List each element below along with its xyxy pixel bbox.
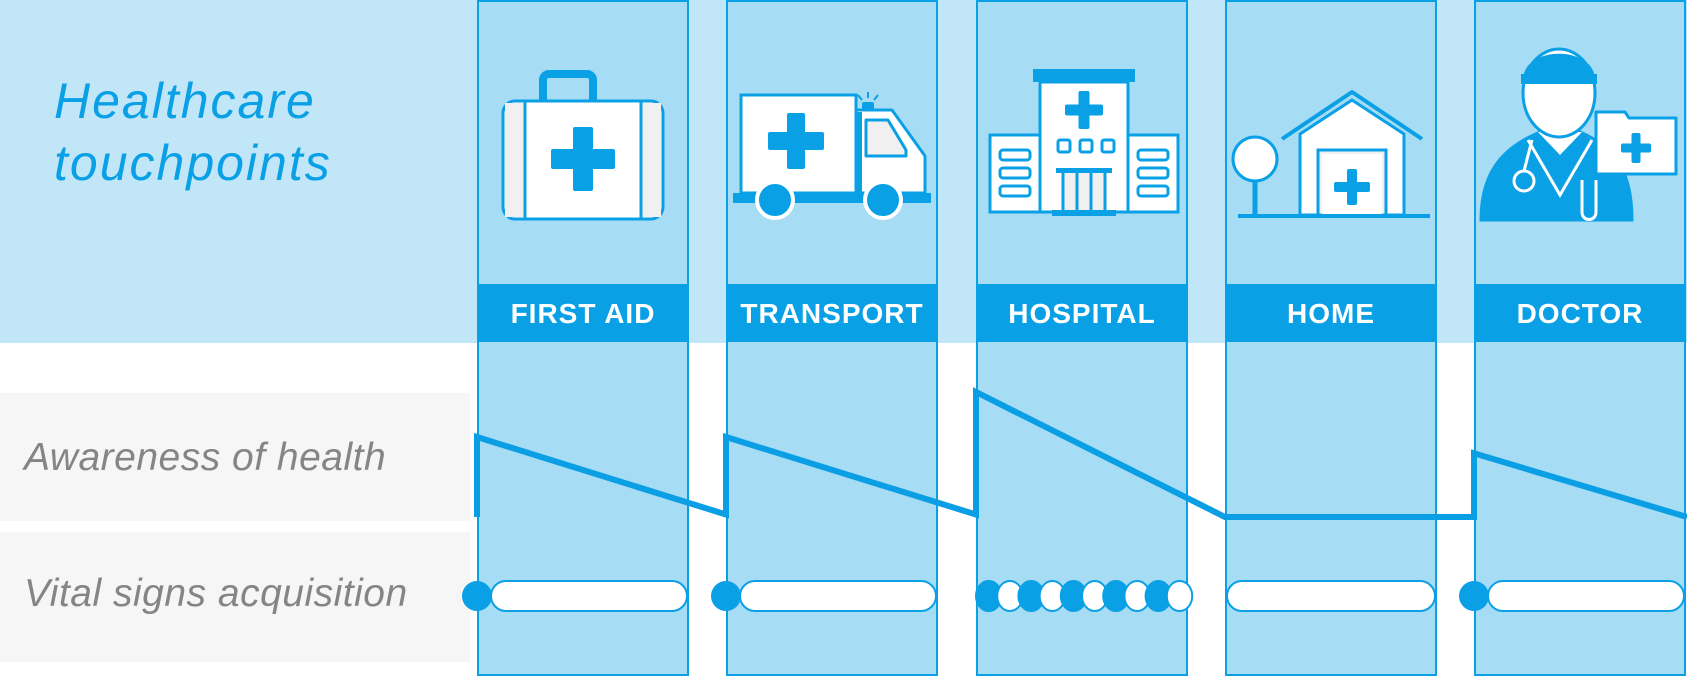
vital-signs-track xyxy=(711,580,937,612)
column-label-band xyxy=(1474,284,1686,342)
column-label-band xyxy=(1225,284,1437,342)
row-band-awareness xyxy=(0,393,470,521)
hospital-building-icon xyxy=(988,69,1180,216)
ambulance-icon xyxy=(733,92,931,220)
awareness-line xyxy=(474,387,1687,520)
column-label: HOME xyxy=(1287,298,1375,329)
home-icon xyxy=(1231,90,1430,218)
row-label-awareness: Awareness of health xyxy=(24,436,387,479)
column-label: HOSPITAL xyxy=(1008,298,1155,329)
vital-track-empty xyxy=(1226,580,1436,612)
vital-measurement-dot xyxy=(711,581,741,611)
column-label-band xyxy=(726,284,938,342)
vital-gap xyxy=(1165,580,1194,612)
column-label-band xyxy=(976,284,1188,342)
column-label: FIRST AID xyxy=(511,298,656,329)
vital-track-empty xyxy=(490,580,688,612)
vital-measurement-dot xyxy=(1459,581,1489,611)
first-aid-kit-icon xyxy=(501,70,665,221)
column-label: DOCTOR xyxy=(1517,298,1644,329)
vital-measurement-dot xyxy=(462,581,492,611)
vital-track-empty xyxy=(1487,580,1685,612)
vital-signs-track xyxy=(975,580,1194,612)
diagram-title: Healthcare touchpoints xyxy=(54,73,332,191)
vital-track-empty xyxy=(739,580,937,612)
vital-signs-track xyxy=(1226,580,1436,612)
vital-signs-track xyxy=(1459,580,1685,612)
row-label-vitals: Vital signs acquisition xyxy=(24,572,408,615)
column-label-band xyxy=(477,284,689,342)
column-label: TRANSPORT xyxy=(740,298,923,329)
doctor-icon xyxy=(1479,47,1678,222)
vital-signs-track xyxy=(462,580,688,612)
row-band-vitals xyxy=(0,532,470,662)
